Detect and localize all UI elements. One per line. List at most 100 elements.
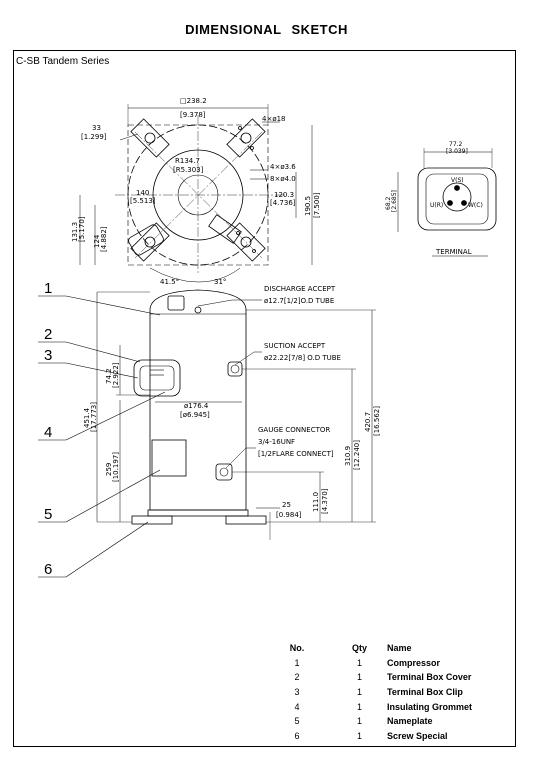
angle-arc — [149, 267, 241, 283]
terminal-plate — [442, 182, 472, 212]
part-name: Insulating Grommet — [387, 701, 473, 712]
dim-190-in: [7.500] — [313, 192, 321, 218]
dim-4x18: 4×ø18 — [262, 115, 286, 123]
dim-259: 259 — [105, 463, 113, 476]
terminal-box-side — [133, 359, 181, 397]
discharge-label: DISCHARGE ACCEPT — [264, 285, 336, 293]
dim-74: 74.2 — [105, 368, 113, 384]
dim-140-in: [5.513] — [130, 197, 156, 205]
gauge-thread: 3/4-16UNF — [258, 438, 295, 446]
mounting-foot-bl — [130, 222, 170, 262]
dim-33-in: [1.299] — [81, 133, 107, 141]
parts-table-header: No. Qty Name — [262, 641, 472, 656]
dim-angle-41: 41.5° — [160, 278, 179, 286]
table-row: 2 1 Terminal Box Cover — [262, 670, 472, 685]
dim-111: 111.0 — [312, 492, 320, 512]
dim-310-in: [12.240] — [353, 440, 361, 470]
page-title: DIMENSIONAL SKETCH — [185, 22, 348, 37]
part-name: Terminal Box Cover — [387, 672, 472, 683]
callout-3: 3 — [44, 347, 52, 364]
dim-r134-in: [R5.303] — [173, 166, 204, 174]
callout-6: 6 — [44, 561, 52, 578]
gauge-flare: [1/2FLARE CONNECT] — [258, 450, 334, 458]
dim-310: 310.9 — [344, 446, 352, 466]
col-header-no: No. — [289, 643, 305, 654]
dim-190: 190.5 — [304, 196, 312, 216]
part-no: 1 — [294, 657, 300, 668]
terminal-dim-68: 68.2 — [385, 196, 392, 210]
terminal-dim-68-in: [2.685] — [391, 190, 398, 212]
dim-8x4: 8×ø4.0 — [270, 175, 296, 183]
pin-w — [461, 200, 467, 206]
dim-111-in: [4.370] — [321, 488, 329, 514]
table-row: 5 1 Nameplate — [262, 714, 472, 729]
terminal-box-top — [128, 224, 164, 256]
part-qty: 1 — [356, 672, 362, 683]
suction-label: SUCTION ACCEPT — [264, 342, 326, 350]
callout-2: 2 — [44, 326, 52, 343]
dim-131: 131.3 — [71, 222, 79, 242]
part-no: 4 — [294, 701, 300, 712]
part-qty: 1 — [356, 701, 362, 712]
part-qty: 1 — [356, 657, 362, 668]
dim-dia-176-in: [ø6.945] — [180, 411, 210, 419]
drawing-frame — [13, 50, 516, 747]
discharge-port — [194, 306, 202, 314]
pin-u — [447, 200, 453, 206]
mounting-foot-tl — [130, 118, 170, 158]
col-header-name: Name — [387, 643, 412, 654]
dim-120: 120.3 — [274, 191, 294, 199]
compressor-shell — [149, 289, 247, 511]
dim-25-in: [0.984] — [276, 511, 302, 519]
mounting-foot-br — [226, 222, 266, 262]
parts-table: No. Qty Name 1 1 Compressor 2 1 Terminal… — [262, 641, 472, 743]
part-name: Nameplate — [387, 716, 433, 727]
part-no: 6 — [294, 730, 300, 741]
part-qty: 1 — [356, 716, 362, 727]
dim-74-in: [2.922] — [112, 362, 120, 388]
dim-259-in: [10.197] — [112, 452, 120, 482]
callout-4: 4 — [44, 424, 52, 441]
gauge-connector — [215, 463, 233, 481]
side-view — [96, 289, 376, 540]
foot-right — [225, 515, 267, 525]
series-label: C-SB Tandem Series — [16, 56, 110, 67]
callout-1: 1 — [44, 280, 52, 297]
dim-420-in: [16.562] — [373, 406, 381, 436]
table-row: 4 1 Insulating Grommet — [262, 699, 472, 714]
col-header-qty: Qty — [351, 643, 367, 654]
suction-fitting — [227, 361, 243, 377]
dim-33: 33 — [92, 124, 101, 132]
table-row: 6 1 Screw Special — [262, 729, 472, 744]
part-no: 5 — [294, 716, 300, 727]
suction-spec: ø22.22[7/8] O.D TUBE — [264, 354, 341, 362]
dim-124: 124 — [93, 234, 101, 248]
part-name: Screw Special — [387, 730, 448, 741]
terminal-box-outline — [417, 167, 497, 231]
discharge-fitting — [167, 295, 185, 311]
callouts — [38, 295, 166, 578]
centerline-diag-2 — [134, 131, 263, 259]
top-view — [79, 104, 313, 283]
terminal-label: TERMINAL — [435, 248, 472, 256]
dim-120-in: [4.736] — [270, 199, 296, 207]
dim-451: 451.4 — [83, 407, 91, 428]
terminal-pin-u-label: U(R) — [430, 202, 443, 209]
dim-140: 140 — [136, 189, 149, 197]
dim-238-in: [9.378] — [180, 111, 206, 119]
suction-fitting-top — [208, 214, 242, 244]
discharge-spec: ø12.7[1/2]O.D TUBE — [264, 297, 334, 305]
terminal-pin-v-label: V(S) — [451, 177, 464, 184]
foot-left — [131, 515, 173, 525]
base-plate — [147, 509, 249, 517]
dim-dia-176: ø176.4 — [184, 402, 209, 410]
dim-238: □238.2 — [180, 97, 207, 105]
table-row: 3 1 Terminal Box Clip — [262, 685, 472, 700]
table-row: 1 1 Compressor — [262, 656, 472, 671]
dim-4x3-6: 4×ø3.6 — [270, 163, 296, 171]
dim-124-in: [4.882] — [100, 226, 108, 252]
part-name: Terminal Box Clip — [387, 687, 463, 698]
terminal-dim-77: 77.2 — [449, 141, 463, 148]
callout-5: 5 — [44, 506, 52, 523]
